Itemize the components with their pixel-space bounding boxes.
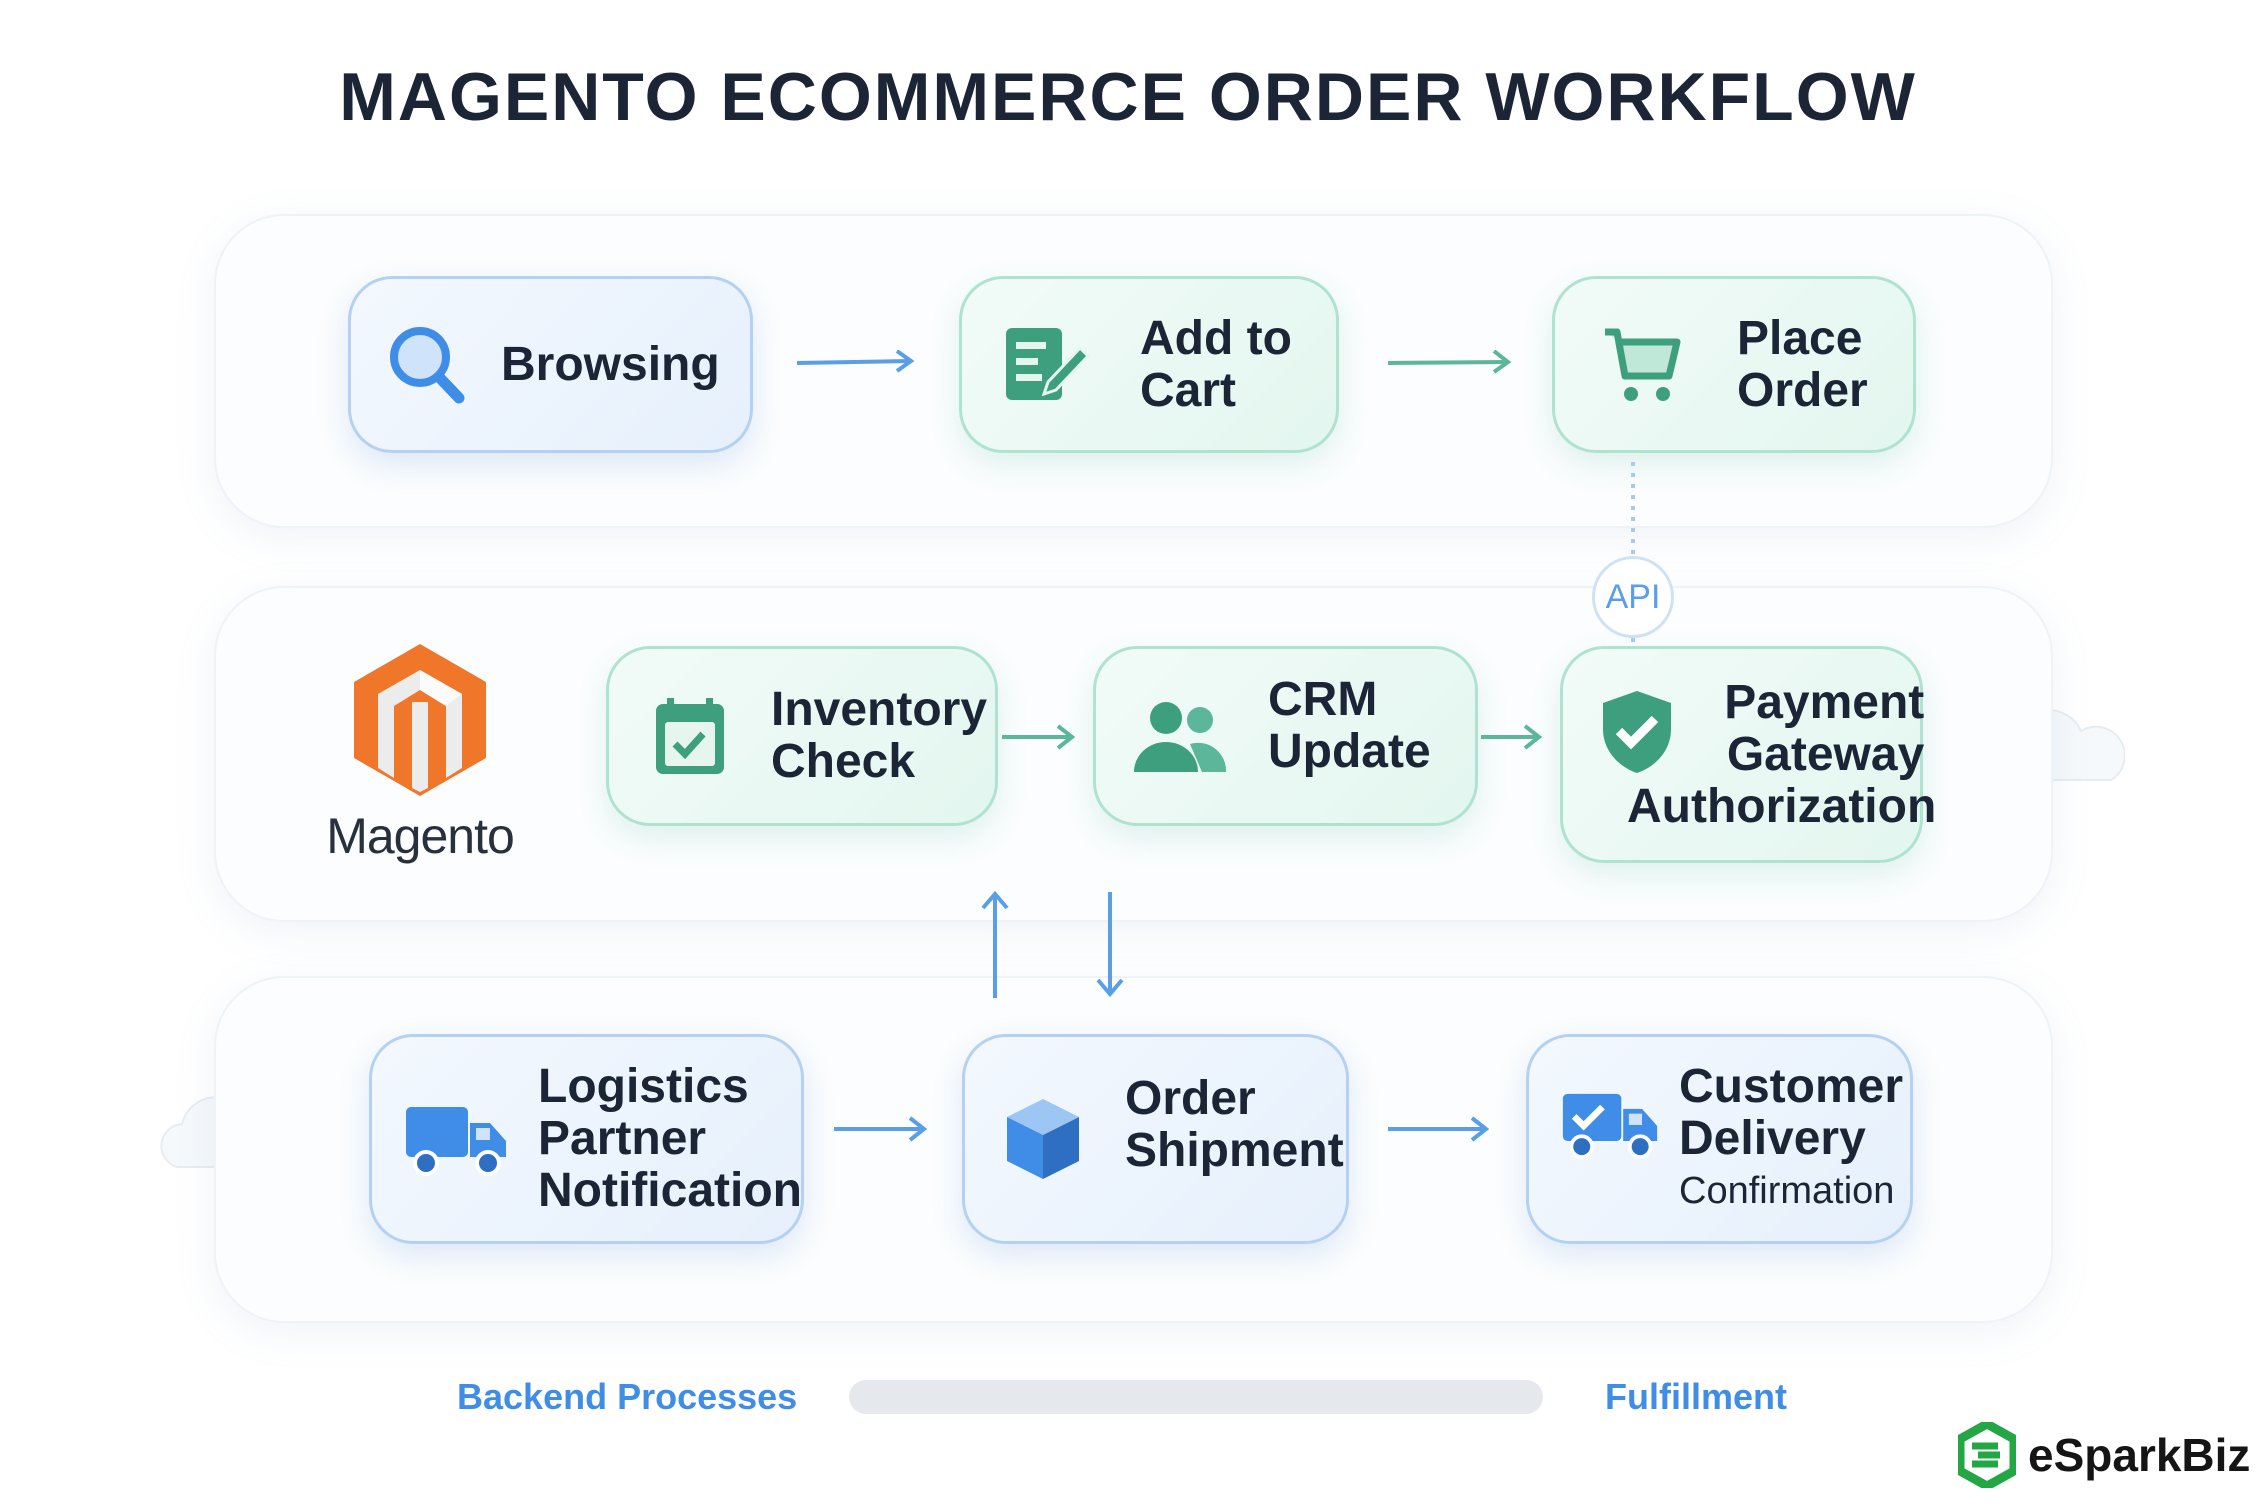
cart-icon xyxy=(1605,328,1681,401)
progress-bar xyxy=(849,1380,1543,1414)
node-label: Cart xyxy=(1140,363,1237,417)
node-label: Browsing xyxy=(501,337,720,391)
magento-wordmark: Magento xyxy=(326,808,515,864)
arrow-inventory-to-crm xyxy=(1002,724,1076,750)
arrow-up xyxy=(981,890,1009,998)
node-label: Check xyxy=(771,735,916,788)
node-label: Place xyxy=(1737,311,1863,365)
truck-icon xyxy=(406,1107,506,1176)
node-label: Delivery xyxy=(1679,1112,1866,1165)
node-label: Update xyxy=(1268,725,1431,778)
node-label: Inventory xyxy=(771,683,988,736)
node-browsing[interactable]: Browsing xyxy=(348,276,753,453)
users-icon xyxy=(1134,702,1227,772)
arrow-down xyxy=(1096,892,1124,998)
calendar-check-icon xyxy=(656,698,724,774)
node-label: Customer xyxy=(1679,1060,1904,1113)
node-label: CRM xyxy=(1268,673,1378,726)
fulfillment-label: Fulfillment xyxy=(1605,1376,1787,1417)
node-label: Logistics xyxy=(538,1060,749,1113)
node-label: Payment xyxy=(1724,675,1925,729)
node-label: Gateway xyxy=(1726,727,1925,781)
api-label: API xyxy=(1605,577,1661,616)
arrow-cart-to-order xyxy=(1388,350,1512,374)
node-label: Notification xyxy=(538,1164,802,1217)
esparkbiz-mark-icon xyxy=(1958,1422,2016,1488)
esparkbiz-logo: eSparkBiz xyxy=(1958,1422,2250,1488)
arrow-logistics-to-shipment xyxy=(834,1116,928,1142)
esparkbiz-wordmark: eSparkBiz xyxy=(2028,1429,2251,1481)
truck-check-icon xyxy=(1562,1093,1658,1159)
shield-check-icon xyxy=(1603,691,1671,773)
magento-logo: Magento xyxy=(310,640,530,865)
page-title: MAGENTO ECOMMERCE ORDER WORKFLOW xyxy=(339,59,1917,135)
node-label: Partner xyxy=(538,1112,707,1165)
node-label: Confirmation xyxy=(1679,1170,1895,1212)
arrow-crm-to-payment xyxy=(1481,724,1543,750)
arrow-browsing-to-cart xyxy=(797,350,915,373)
node-label: Shipment xyxy=(1125,1124,1344,1177)
node-label: Authorization xyxy=(1627,779,1937,833)
api-badge: API xyxy=(1592,556,1674,638)
node-label: Order xyxy=(1125,1072,1256,1125)
box-icon xyxy=(1007,1099,1079,1179)
search-icon xyxy=(390,327,465,404)
node-label: Order xyxy=(1737,363,1868,417)
backend-processes-label: Backend Processes xyxy=(457,1376,798,1417)
edit-form-icon xyxy=(1006,328,1090,400)
arrow-shipment-to-delivery xyxy=(1388,1116,1490,1142)
node-label: Add to xyxy=(1140,311,1292,365)
